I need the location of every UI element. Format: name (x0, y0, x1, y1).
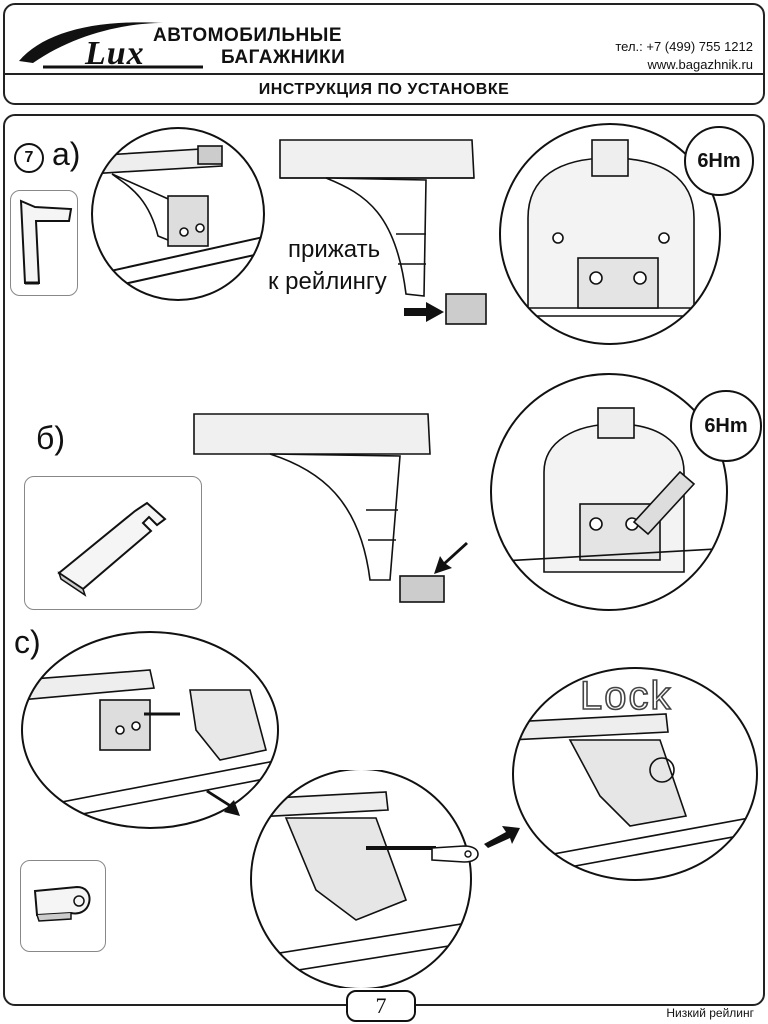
torque-value-b: 6Hm (704, 415, 748, 437)
key-box (20, 860, 106, 952)
press-arrow-icon (404, 302, 444, 322)
page-number-badge: 7 (346, 990, 416, 1022)
torque-value-a: 6Hm (697, 150, 741, 172)
instruction-press-line-2: к рейлингу (268, 268, 387, 295)
step-arrow-2-icon (484, 826, 520, 848)
step-arrow-1-icon (206, 790, 240, 816)
detail-locked-c3 (512, 667, 758, 881)
website-link[interactable]: www.bagazhnik.ru (647, 57, 754, 72)
step-number-badge: 7 (14, 143, 44, 173)
model-name: Низкий рейлинг (666, 1006, 754, 1020)
detail-clamp-cover-c1 (21, 631, 279, 829)
lock-key-icon (33, 885, 91, 922)
bar-side-view-b (193, 413, 445, 603)
header-box: Lux АВТОМОБИЛЬНЫЕ БАГАЖНИКИ тел.: +7 (49… (3, 3, 765, 105)
lock-label: Lock (579, 673, 673, 719)
torque-badge-b: 6Hm (690, 390, 762, 462)
flat-wrench-icon (57, 501, 167, 597)
step-number: 7 (24, 149, 34, 166)
brand-line-2: БАГАЖНИКИ (221, 47, 346, 68)
hex-key-icon (19, 199, 73, 285)
section-c-label: с) (14, 624, 41, 660)
section-a-label: а) (52, 136, 81, 172)
detail-key-insert-c2 (250, 770, 472, 988)
pointer-arrow-b-icon (434, 542, 468, 574)
detail-clamp-open-a (91, 127, 265, 301)
bar-side-view-a (279, 139, 487, 325)
hex-key-box (10, 190, 78, 296)
logo-swoosh-icon (19, 22, 203, 69)
torque-badge-a: 6Hm (684, 126, 754, 196)
detail-torque-a (499, 123, 721, 345)
section-b-label: б) (36, 420, 65, 456)
brand-line-1: АВТОМОБИЛЬНЫЕ (153, 25, 343, 46)
wrench-box (24, 476, 202, 610)
detail-torque-b (490, 373, 728, 611)
instruction-press-line-1: прижать (288, 236, 381, 263)
key-icon (431, 845, 479, 863)
page-number: 7 (375, 993, 387, 1018)
page-title: ИНСТРУКЦИЯ ПО УСТАНОВКЕ (258, 81, 510, 98)
phone-text: тел.: +7 (499) 755 1212 (615, 39, 753, 54)
header-divider (5, 73, 763, 75)
logo-word: Lux (85, 35, 145, 72)
